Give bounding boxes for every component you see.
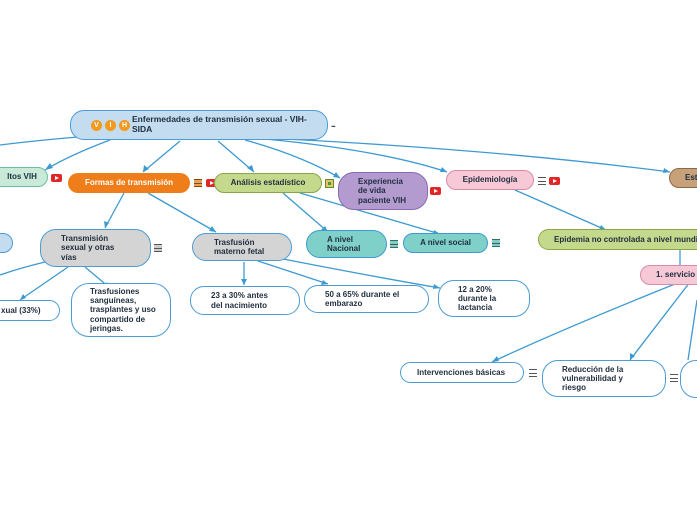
edge-analisis-social <box>299 192 441 235</box>
edge-trasfusion-embarazo <box>257 260 329 285</box>
branch-analisis-estadistico[interactable]: Análisis estadístico <box>214 173 322 193</box>
edge-formas-trasfusion <box>147 192 217 233</box>
node-nivel-nacional[interactable]: A nivel Nacional <box>306 230 387 258</box>
arrow-reduccion <box>630 353 635 360</box>
branch-experiencia-vida[interactable]: Experiencia de vida paciente VIH <box>338 172 428 210</box>
arrow-analisis <box>247 165 254 172</box>
branch-est[interactable]: Est <box>669 168 697 188</box>
node-transmision-sexual[interactable]: Transmisión sexual y otras vías <box>40 229 151 267</box>
edge-root-formas <box>142 140 181 173</box>
edge-root-experiencia <box>244 139 341 179</box>
node-durante-lactancia[interactable]: 12 a 20% durante la lactancia <box>438 280 530 317</box>
arrow-trasfusion <box>209 226 216 232</box>
arrow-formas <box>143 165 149 172</box>
arrow-lactancia <box>433 284 440 289</box>
arrow-epidemiologia <box>440 167 447 172</box>
vih-letter-h: H <box>119 120 130 131</box>
arrow-embarazo <box>321 280 328 285</box>
node-trasfusiones-sanguineas[interactable]: Trasfusiones sanguíneas, trasplantes y u… <box>71 283 171 337</box>
edge-sexual-xual <box>19 266 69 301</box>
arrow-nacimiento <box>241 279 247 285</box>
node-epidemia-no-controlada[interactable]: Epidemia no controlada a nivel mundi <box>538 229 697 250</box>
video-icon[interactable] <box>51 174 62 182</box>
edge-analisis-nacional <box>282 192 329 233</box>
edge-root-altos <box>44 139 111 171</box>
note-icon[interactable] <box>390 240 398 248</box>
video-icon[interactable] <box>206 179 217 187</box>
arrow-est <box>663 168 670 173</box>
note-icon[interactable] <box>194 179 202 187</box>
node-xual[interactable]: xual (33%) <box>0 300 60 321</box>
video-icon[interactable] <box>430 187 441 195</box>
branch-formas-transmision[interactable]: Formas de transmisión <box>68 173 190 193</box>
vih-letter-i: I <box>105 120 116 131</box>
arrow-experiencia <box>333 172 340 178</box>
note-icon[interactable] <box>154 244 162 252</box>
calendar-icon[interactable] <box>325 179 334 188</box>
note-icon[interactable] <box>529 369 537 377</box>
edge-trasfusion-lactancia <box>277 257 441 289</box>
video-icon[interactable] <box>549 177 560 185</box>
edge-servicio-reduccion <box>629 281 691 361</box>
edge-sexual-left <box>0 261 46 276</box>
edge-root-epidemiologia <box>264 138 448 173</box>
edge-epi-epidemia <box>514 189 607 231</box>
arrow-epidemia <box>599 225 606 230</box>
node-servicio[interactable]: 1. servicio <box>640 265 697 285</box>
node-nivel-social[interactable]: A nivel social <box>403 233 488 253</box>
node-intervenciones-basicas[interactable]: Intervenciones básicas <box>400 362 524 383</box>
branch-epidemiologia[interactable]: Epidemiología <box>446 170 534 190</box>
vih-letter-v: V <box>91 120 102 131</box>
note-icon[interactable] <box>670 374 678 382</box>
arrow-xual <box>20 294 26 300</box>
node-reduccion-vulnerabilidad[interactable]: Reducción de la vulnerabilidad y riesgo <box>542 360 666 397</box>
node-durante-embarazo[interactable]: 50 a 65% durante el embarazo <box>304 285 429 313</box>
edge-root-analisis <box>217 140 255 173</box>
edge-root-est <box>284 138 671 173</box>
edge-formas-sexual <box>104 192 125 229</box>
branch-altos-vih[interactable]: ltos VIH <box>0 167 48 187</box>
vih-badge: V I H <box>91 120 130 131</box>
arrow-intervenciones <box>492 356 499 362</box>
edge-servicio-intervenciones <box>491 281 681 363</box>
note-icon[interactable] <box>538 177 546 185</box>
node-antes-nacimiento[interactable]: 23 a 30% antes del nacimiento <box>190 286 300 315</box>
root-title: Enfermedades de transmisión sexual - VIH… <box>132 114 307 134</box>
arrow-altos <box>45 163 53 170</box>
note-icon[interactable] <box>492 239 500 247</box>
node-trasfusion-materno-fetal[interactable]: Trasfusión materno fetal <box>192 233 292 261</box>
arrow-sexual <box>104 221 109 228</box>
more-icon[interactable]: ... <box>331 120 336 129</box>
edge-servicio-right <box>687 299 697 361</box>
